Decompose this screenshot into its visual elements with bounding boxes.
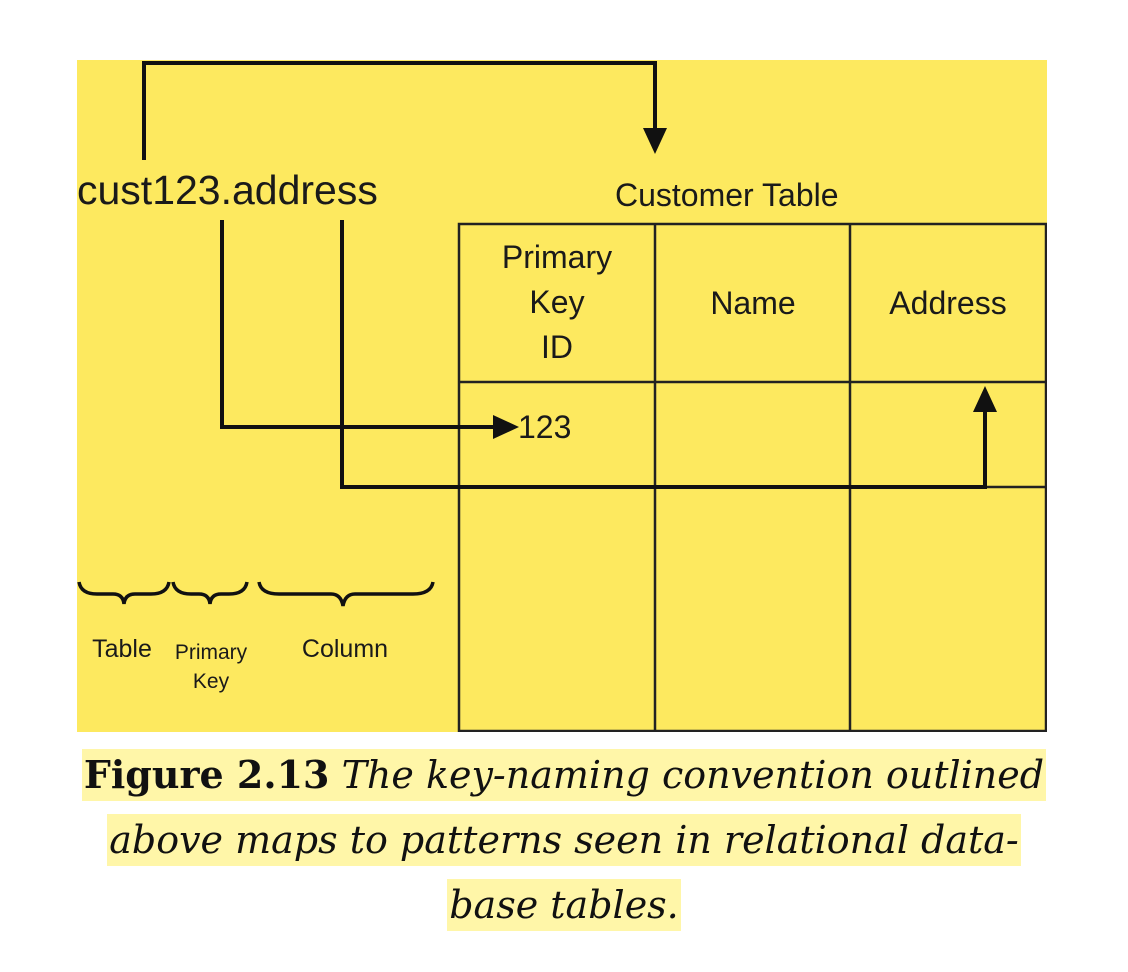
row-value-123: 123 [518, 409, 571, 445]
header-primary-key-line1: Primary [502, 239, 612, 275]
customer-table [457, 222, 1047, 732]
caption-text-line2: above maps to patterns seen in relationa… [107, 814, 1021, 866]
column-brace [257, 581, 435, 607]
table-title: Customer Table [615, 177, 839, 213]
brace-label-column: Column [302, 635, 388, 663]
caption-text-line1: The key-naming convention outlined [341, 753, 1045, 797]
expression-text: cust123.address [77, 167, 378, 213]
brace-label-primary-key-line2: Key [193, 670, 230, 693]
column-connector-arrowhead [973, 386, 997, 412]
table-brace [77, 581, 171, 605]
caption-figure-number: Figure 2.13 [83, 752, 330, 797]
caption-line-3: base tables. [0, 873, 1128, 938]
caption-text-line3: base tables. [447, 879, 681, 931]
brace-label-table: Table [92, 635, 152, 663]
column-connector-line [340, 220, 987, 489]
caption-line-2: above maps to patterns seen in relationa… [0, 808, 1128, 873]
header-address: Address [889, 285, 1006, 321]
top-connector-arrowhead [643, 128, 667, 154]
caption-line-1: Figure 2.13 The key-naming convention ou… [0, 742, 1128, 808]
header-name: Name [710, 285, 795, 321]
figure-caption: Figure 2.13 The key-naming convention ou… [0, 742, 1128, 938]
top-connector-line [142, 61, 657, 160]
brace-label-primary-key-line1: Primary [175, 641, 248, 664]
primary-key-connector-arrowhead [493, 415, 519, 439]
diagram-canvas: cust123.address Customer Table Primary K… [77, 61, 1047, 732]
header-primary-key-line3: ID [541, 329, 573, 365]
primary-key-brace [171, 581, 249, 605]
header-primary-key-line2: Key [529, 284, 584, 320]
primary-key-connector-line [220, 220, 497, 429]
key-naming-diagram: cust123.address Customer Table Primary K… [77, 60, 1047, 732]
